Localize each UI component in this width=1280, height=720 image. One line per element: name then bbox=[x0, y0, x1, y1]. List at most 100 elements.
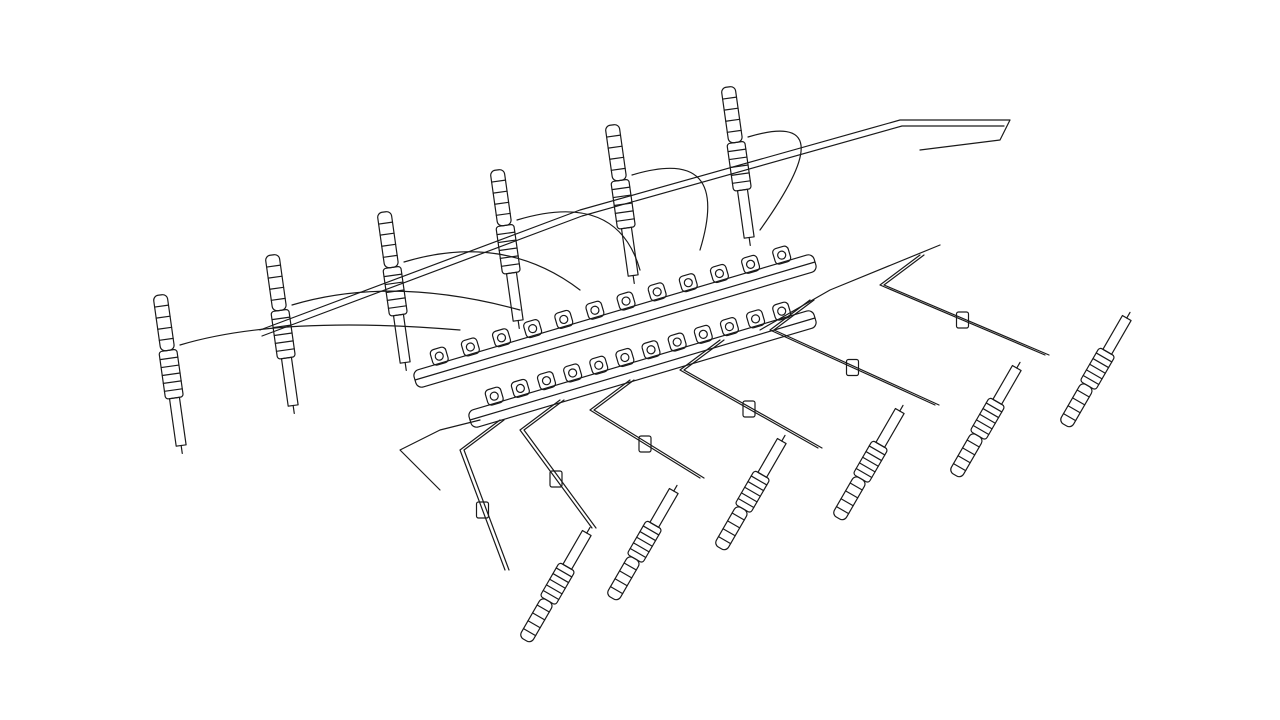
injector-band bbox=[612, 194, 632, 199]
injector-tip bbox=[1016, 361, 1021, 369]
injector-ring bbox=[154, 304, 170, 308]
injector-band bbox=[611, 186, 631, 191]
rail-port-nut bbox=[714, 268, 725, 279]
injector-ring bbox=[618, 570, 633, 579]
injector-nozzle bbox=[620, 226, 639, 277]
injector-ring bbox=[726, 129, 742, 133]
rail-seam bbox=[414, 261, 816, 381]
lower-injector-bank bbox=[520, 311, 1132, 643]
injector-ring bbox=[623, 562, 637, 571]
injector-band bbox=[545, 584, 563, 595]
injector-nozzle bbox=[505, 271, 524, 322]
fuel-lines bbox=[179, 119, 1050, 571]
injector-head bbox=[153, 294, 175, 352]
injector-head bbox=[520, 598, 553, 643]
injector-ring bbox=[378, 221, 394, 225]
injector-band bbox=[273, 332, 293, 337]
return-line bbox=[259, 119, 1011, 331]
injector-ring bbox=[531, 612, 546, 621]
injector-ring bbox=[379, 232, 395, 236]
injector-band bbox=[862, 456, 879, 467]
injector-ring bbox=[952, 463, 967, 472]
injector-ring bbox=[527, 620, 541, 629]
injector-band bbox=[387, 305, 407, 309]
injector-tip bbox=[781, 434, 786, 442]
rail-port-nut bbox=[750, 314, 761, 324]
rail-port bbox=[772, 245, 792, 265]
injector-tip bbox=[632, 274, 635, 285]
injector-ring bbox=[381, 243, 397, 247]
fuel-rails bbox=[413, 245, 817, 428]
fuel-line bbox=[747, 130, 802, 231]
injector-band bbox=[642, 525, 660, 536]
injector-head bbox=[715, 506, 748, 551]
rail-port bbox=[641, 340, 661, 360]
injector-nozzle bbox=[757, 437, 787, 478]
rail-port bbox=[616, 291, 636, 311]
lower-fuel-rail bbox=[468, 301, 817, 428]
upper-injector bbox=[721, 86, 755, 247]
injector-head bbox=[607, 556, 640, 601]
rail-port-nut bbox=[559, 314, 569, 325]
fuel-line bbox=[459, 419, 506, 571]
injector-band bbox=[632, 542, 650, 553]
injector-ring bbox=[382, 254, 398, 258]
lower-injector bbox=[833, 404, 905, 521]
rail-port bbox=[484, 386, 504, 406]
injector-nozzle bbox=[168, 396, 187, 447]
line-fitting bbox=[955, 311, 970, 329]
lower-injector bbox=[607, 484, 679, 601]
injector-ring bbox=[722, 528, 736, 537]
injector-band bbox=[737, 497, 755, 509]
feed-line bbox=[759, 244, 941, 331]
injector-band bbox=[750, 475, 768, 486]
injector-ring bbox=[717, 536, 732, 545]
rail-port-nut bbox=[496, 333, 507, 343]
rail-port-nut bbox=[777, 250, 787, 260]
rail-port-nut bbox=[698, 329, 708, 339]
rail-port bbox=[563, 363, 583, 383]
rail-port bbox=[740, 254, 761, 274]
line-fitting bbox=[549, 470, 563, 488]
injector-ring bbox=[1071, 397, 1086, 406]
injector-head bbox=[721, 86, 743, 144]
rail-port-nut bbox=[528, 324, 538, 334]
injector-band bbox=[731, 180, 751, 184]
fuel-line bbox=[523, 399, 597, 529]
lower-injector bbox=[520, 526, 592, 643]
rail-port bbox=[709, 263, 730, 284]
rail-port-nut bbox=[489, 391, 499, 401]
injector-head bbox=[950, 433, 983, 478]
rail-port bbox=[745, 309, 766, 329]
injector-band bbox=[740, 492, 758, 503]
upper-injector-bank bbox=[153, 86, 755, 455]
rail-port-nut bbox=[590, 305, 600, 315]
lower-injector bbox=[1060, 311, 1132, 428]
rail-port bbox=[523, 319, 543, 339]
injector-ring bbox=[723, 107, 739, 111]
injector-nozzle bbox=[562, 529, 592, 570]
fuel-line bbox=[883, 254, 1050, 356]
injector-band bbox=[162, 380, 182, 384]
injector-head bbox=[833, 476, 866, 521]
injector-head bbox=[1060, 383, 1093, 428]
injector-nozzle bbox=[992, 364, 1022, 405]
injector-band bbox=[272, 324, 292, 329]
line-fitting bbox=[638, 435, 652, 453]
rail-port-nut bbox=[620, 352, 630, 363]
upper-injector bbox=[265, 254, 299, 415]
injector-band bbox=[161, 372, 181, 377]
fuel-line bbox=[679, 339, 819, 449]
rail-port-nut bbox=[465, 342, 475, 352]
rail-port-nut bbox=[724, 322, 735, 332]
rail-port bbox=[693, 324, 713, 344]
injector-band bbox=[552, 572, 570, 584]
rail-port-nut bbox=[683, 278, 693, 288]
fuel-line bbox=[683, 339, 823, 449]
rail-port bbox=[772, 301, 792, 321]
feed-line bbox=[399, 419, 481, 491]
injector-band bbox=[496, 231, 516, 236]
injector-tip bbox=[748, 236, 751, 247]
injector-band bbox=[498, 247, 518, 252]
injector-band bbox=[982, 407, 1000, 419]
